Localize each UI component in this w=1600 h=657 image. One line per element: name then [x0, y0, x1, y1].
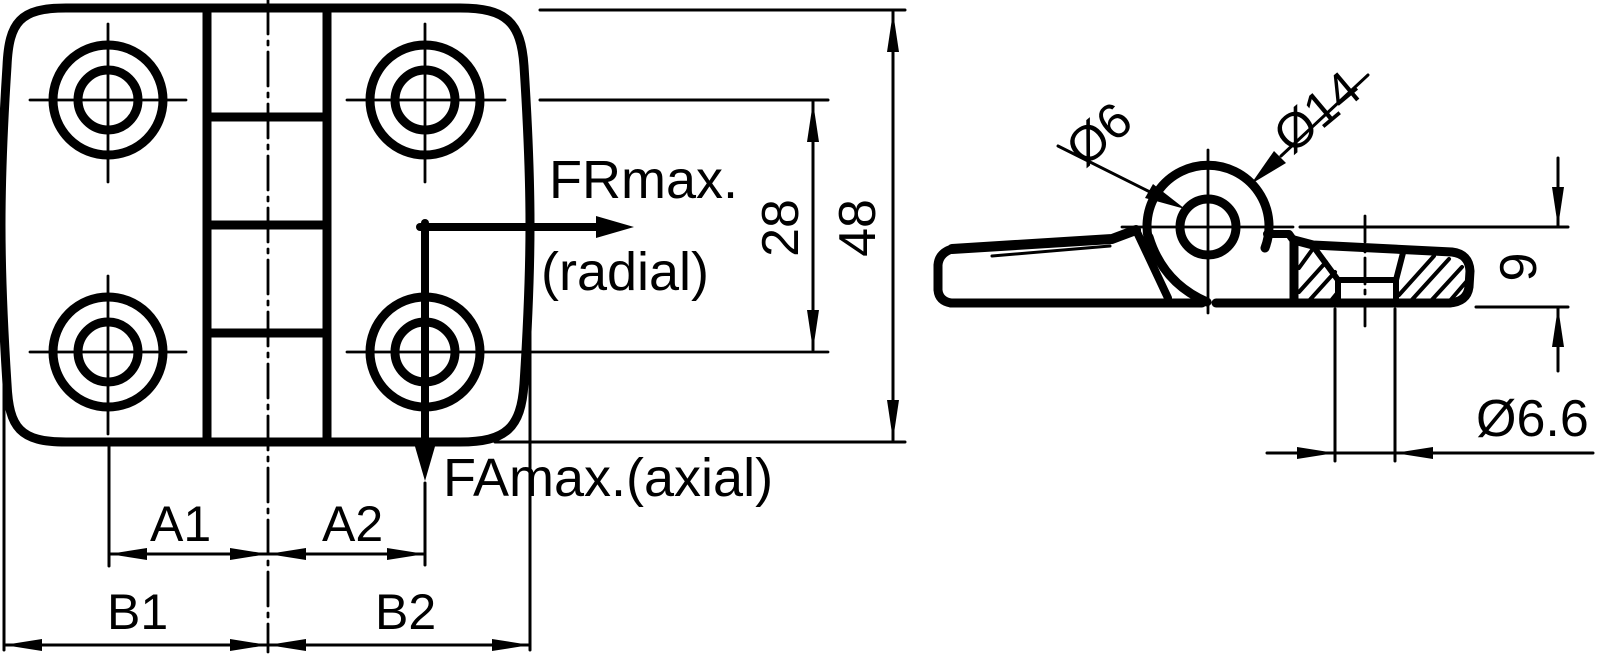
radial-force-label: FRmax. [549, 150, 738, 210]
dimension-6-6 [1265, 307, 1595, 463]
leader-pin-bore [1056, 144, 1185, 209]
front-view [0, 0, 907, 654]
dimension-b1-b2 [2, 236, 532, 652]
dim-label-leaf-height: 9 [1490, 252, 1548, 282]
dimension-48 [493, 8, 907, 444]
countersunk-hole-profile [1310, 243, 1407, 305]
dimension-28 [538, 98, 830, 352]
right-leaf-section [1211, 214, 1475, 330]
dim-label-a2: A2 [322, 496, 384, 552]
dim-label-overall-height: 48 [829, 199, 887, 257]
hinge-body-outline [0, 3, 535, 447]
knuckle-barrel [1120, 148, 1298, 315]
radial-force-note: (radial) [541, 242, 710, 302]
dim-label-mounting-hole: Ø6.6 [1476, 390, 1589, 448]
axial-force-label: FAmax.(axial) [443, 448, 774, 508]
dim-label-b2: B2 [375, 584, 437, 640]
side-view [933, 73, 1595, 463]
dim-label-a1: A1 [150, 496, 212, 552]
axial-force-arrow [414, 219, 436, 567]
section-hatching [1297, 248, 1468, 305]
leader-knuckle-outer [1251, 73, 1370, 184]
dimension-a1-a2 [107, 443, 427, 568]
dim-label-hole-spacing: 28 [752, 199, 810, 257]
dimension-9 [1298, 156, 1570, 373]
left-leaf [933, 225, 1212, 308]
radial-force-arrow [416, 216, 634, 238]
dim-label-b1: B1 [107, 584, 169, 640]
